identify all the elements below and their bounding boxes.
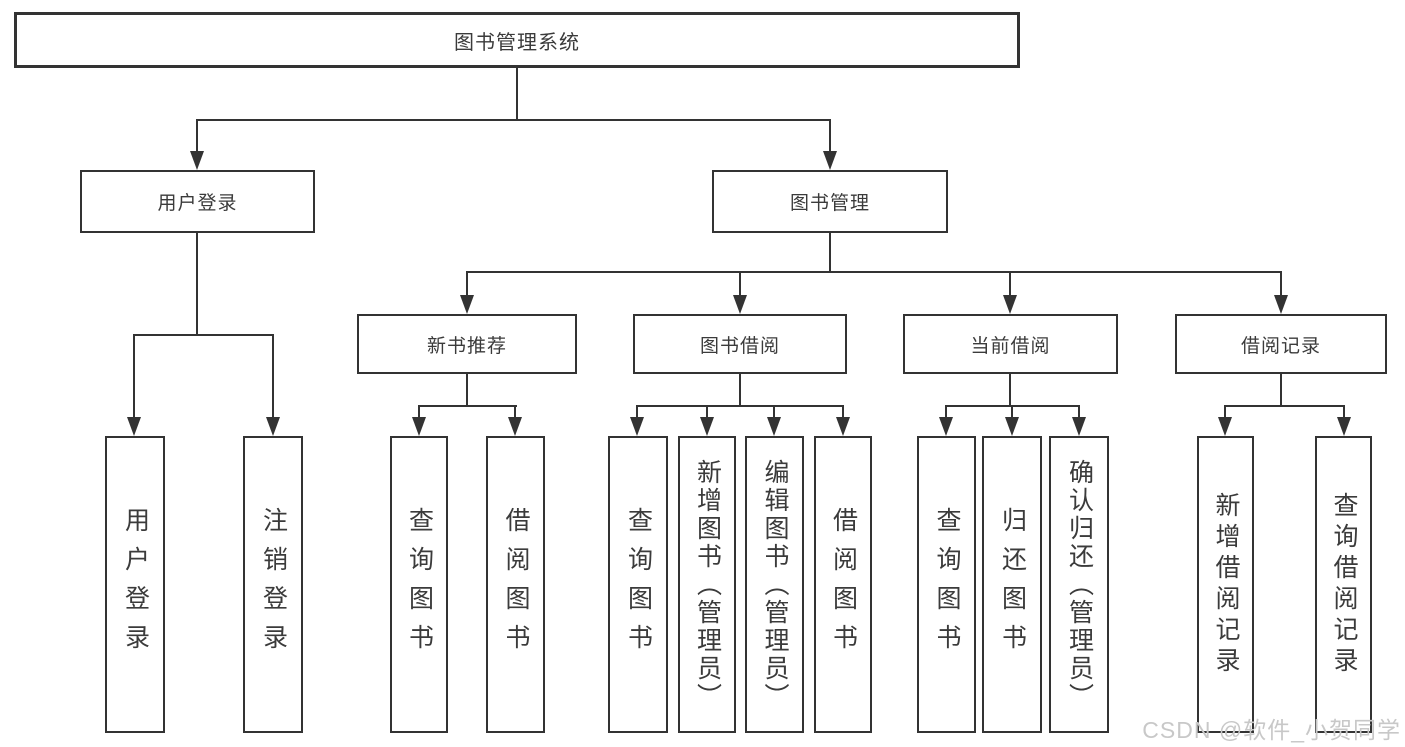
connector-line <box>829 233 831 273</box>
leaf-borrow-book-borrow: 借阅图书 <box>814 436 872 733</box>
node-label: 图书管理 <box>789 193 870 214</box>
leaf-edit-book-admin: 编辑图书（管理员） <box>745 436 804 733</box>
arrowhead-down <box>1072 417 1086 436</box>
connector-line <box>1280 374 1282 407</box>
connector-line <box>945 405 947 423</box>
node-label: 新增借阅记录 <box>1212 491 1240 678</box>
connector-line <box>196 119 198 157</box>
node-label: 图书借阅 <box>699 335 780 357</box>
arrowhead-down <box>266 417 280 436</box>
connector-line <box>516 68 518 120</box>
leaf-user-login: 用户登录 <box>105 436 165 733</box>
arrowhead-down <box>939 417 953 436</box>
connector-line <box>1280 271 1282 301</box>
connector-line <box>1011 405 1013 423</box>
leaf-borrow-book-recommend: 借阅图书 <box>486 436 545 733</box>
node-book-management: 图书管理 <box>712 170 948 233</box>
node-label: 新书推荐 <box>426 335 507 357</box>
connector-line <box>514 405 516 423</box>
connector-line <box>272 334 274 422</box>
arrowhead-down <box>127 417 141 436</box>
node-label: 查询图书 <box>933 506 961 663</box>
arrowhead-down <box>412 417 426 436</box>
arrowhead-down <box>733 295 747 314</box>
leaf-add-book-admin: 新增图书（管理员） <box>678 436 736 733</box>
connector-line <box>829 119 831 157</box>
arrowhead-down <box>1274 295 1288 314</box>
leaf-logout-login: 注销登录 <box>243 436 303 733</box>
connector-line <box>133 334 135 422</box>
connector-line <box>466 374 468 407</box>
node-label: 确认归还（管理员） <box>1065 458 1094 711</box>
arrowhead-down <box>1005 417 1019 436</box>
connector-line <box>636 405 638 423</box>
node-current-borrow: 当前借阅 <box>903 314 1118 374</box>
connector-line <box>1224 405 1226 423</box>
connector-line <box>1224 405 1345 407</box>
connector-line <box>706 405 708 423</box>
connector-line <box>739 374 741 407</box>
connector-line <box>1078 405 1080 423</box>
connector-line <box>636 405 844 407</box>
connector-line <box>418 405 517 407</box>
node-label: 用户登录 <box>121 506 150 663</box>
node-label: 用户登录 <box>157 193 238 214</box>
connector-line <box>196 233 198 336</box>
connector-line <box>196 119 831 121</box>
connector-line <box>133 334 274 336</box>
node-label: 当前借阅 <box>970 335 1051 357</box>
node-label: 注销登录 <box>259 506 288 663</box>
leaf-query-book-borrow: 查询图书 <box>608 436 668 733</box>
connector-line <box>1009 374 1011 407</box>
connector-line <box>418 405 420 423</box>
node-label: 新增图书（管理员） <box>693 458 722 711</box>
connector-line <box>773 405 775 423</box>
arrowhead-down <box>700 417 714 436</box>
arrowhead-down <box>460 295 474 314</box>
node-book-borrow: 图书借阅 <box>633 314 847 374</box>
node-label: 查询图书 <box>624 506 653 663</box>
connector-line <box>1343 405 1345 423</box>
leaf-add-borrow-record: 新增借阅记录 <box>1197 436 1254 733</box>
connector-line <box>842 405 844 423</box>
node-label: 查询图书 <box>405 506 434 663</box>
node-label: 编辑图书（管理员） <box>761 458 789 711</box>
node-label: 借阅图书 <box>502 506 530 663</box>
connector-line <box>466 271 1282 273</box>
node-root: 图书管理系统 <box>14 12 1020 68</box>
arrowhead-down <box>823 151 837 170</box>
arrowhead-down <box>836 417 850 436</box>
node-user-login: 用户登录 <box>80 170 315 233</box>
leaf-return-book: 归还图书 <box>982 436 1042 733</box>
connector-line <box>1009 271 1011 301</box>
node-new-book-recommend: 新书推荐 <box>357 314 577 374</box>
node-label: 归还图书 <box>998 506 1027 663</box>
arrowhead-down <box>1218 417 1232 436</box>
connector-line <box>739 271 741 301</box>
node-label: 借阅记录 <box>1240 335 1321 357</box>
node-label: 图书管理系统 <box>454 31 580 54</box>
arrowhead-down <box>1337 417 1351 436</box>
leaf-query-book-current: 查询图书 <box>917 436 976 733</box>
arrowhead-down <box>767 417 781 436</box>
leaf-confirm-return-admin: 确认归还（管理员） <box>1049 436 1109 733</box>
arrowhead-down <box>630 417 644 436</box>
node-label: 借阅图书 <box>829 506 858 663</box>
arrowhead-down <box>190 151 204 170</box>
leaf-query-book-recommend: 查询图书 <box>390 436 448 733</box>
watermark: CSDN @软件_小贺同学 <box>1142 717 1401 743</box>
arrowhead-down <box>1003 295 1017 314</box>
connector-line <box>466 271 468 301</box>
arrowhead-down <box>508 417 522 436</box>
node-label: 查询借阅记录 <box>1330 491 1358 678</box>
node-borrow-record: 借阅记录 <box>1175 314 1387 374</box>
leaf-query-borrow-record: 查询借阅记录 <box>1315 436 1372 733</box>
